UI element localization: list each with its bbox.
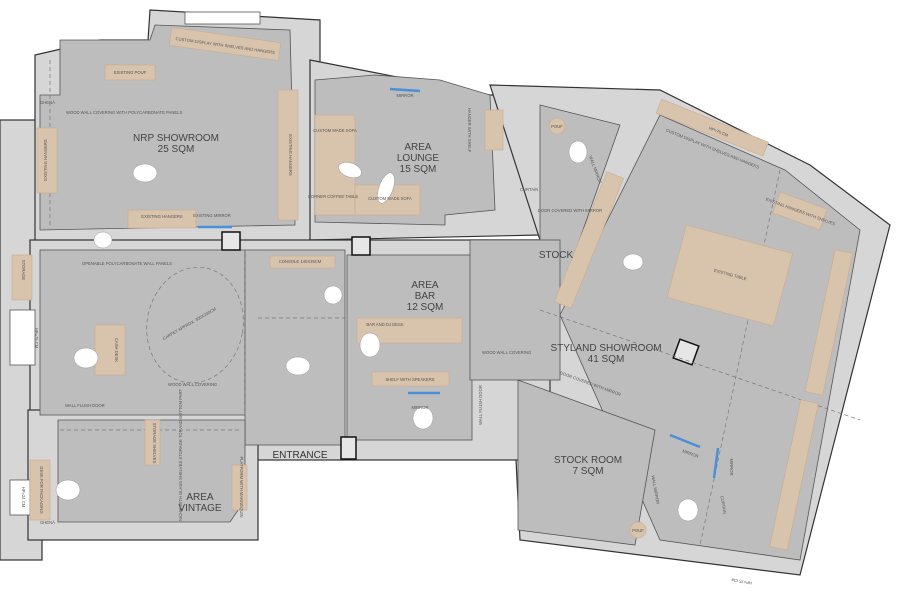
bar-area: 12 SQM [407,302,444,313]
label: MIRROR [729,459,734,476]
window [184,11,261,25]
nrp-showroom-label: NRP SHOWROOM [133,133,219,144]
label: WALL FLUSH DOOR [65,403,105,408]
bar-label-1: AREA [411,280,439,291]
window [9,309,36,366]
vintage-label-2: VINTAGE [178,503,221,514]
label: EXISTING MIRROR [193,213,231,218]
label: SHELF WITH SPEAKERS [385,377,434,382]
stock-room-floor [517,379,656,546]
label: WOOD WALL COVERING WITH POLYCARBONATE PA… [66,110,182,115]
label: CUSTOM MADE SOFA [368,196,412,201]
label: MIRROR [397,93,414,98]
label: WOOD WALL COVERING [168,382,217,387]
label: EXISTING HANGERS [141,214,183,219]
label: CURTAIN [719,495,727,514]
label: EXISTING HANGERS [43,139,48,181]
column [221,231,241,251]
bar-label-2: BAR [415,291,436,302]
furniture [11,27,854,551]
label: NICHE WITH GLASS SHELVES STORAGE TOP AND… [178,389,183,521]
person-icons [55,140,699,522]
label: DOOR COVERED WITH MIRROR [538,208,602,213]
label: POUF [632,528,644,533]
label: WOOD WALL COVERING [482,350,531,355]
label: CORNER COFFEE TABLE [308,194,359,199]
label: GHENĂ [40,520,55,525]
column [340,436,357,460]
label: HP=24 CM [21,487,26,508]
nrp-showroom-floor [39,24,296,231]
label: DESK FOR PACKAGING [39,466,44,513]
label: MIRROR [682,448,700,459]
label: CUSTOM MADE SOFA [313,128,357,133]
entrance-label: ENTRANCE [272,450,327,461]
label: BAR AND DJ DESK [366,322,403,327]
stock-room-area: 7 SQM [572,466,603,477]
column [672,338,700,366]
label: HANGER WITH SHELF [467,108,472,153]
lounge-label-1: AREA [404,142,432,153]
label: CONSOLE 140X35CM [279,259,322,264]
label: CASH DESK [114,338,119,362]
styland-showroom-area: 41 SQM [588,354,625,365]
label: CURTAIN [520,187,538,192]
label: POUF [551,124,563,129]
styland-showroom-label: STYLAND SHOWROOM [550,343,661,354]
label: GHENĂ [40,100,55,105]
label: EXISTING HANGERS [288,134,293,176]
lounge-area: 15 SQM [400,164,437,175]
label: WALL MIRROR [650,475,660,505]
label: EXISTING POUF [114,70,147,75]
label: STORAGE SHELVES [152,423,157,464]
nrp-showroom-area: 25 SQM [158,144,195,155]
stock-label: STOCK [539,250,574,261]
label: STORAGE [21,260,26,281]
lounge-label-2: LOUNGE [397,153,440,164]
label: HP=75 CM [34,328,39,349]
label: PLATFORM WITH MANNEQUIN [239,456,244,517]
corridor-floor [469,239,561,381]
window [9,479,31,516]
column [351,236,371,256]
label: WALL FLUSH DOOR [478,385,483,425]
stock-room-label: STOCK ROOM [554,455,622,466]
label: HP=75 CM [731,577,753,586]
label: MIRROR [412,405,429,410]
label: OPENABLE POLYCARBONATE WALL PANELS [82,261,172,266]
vintage-label-1: AREA [186,492,214,503]
vintage-floor [57,419,246,523]
entrance-floor [244,249,346,446]
cash-area-floor [39,249,246,416]
